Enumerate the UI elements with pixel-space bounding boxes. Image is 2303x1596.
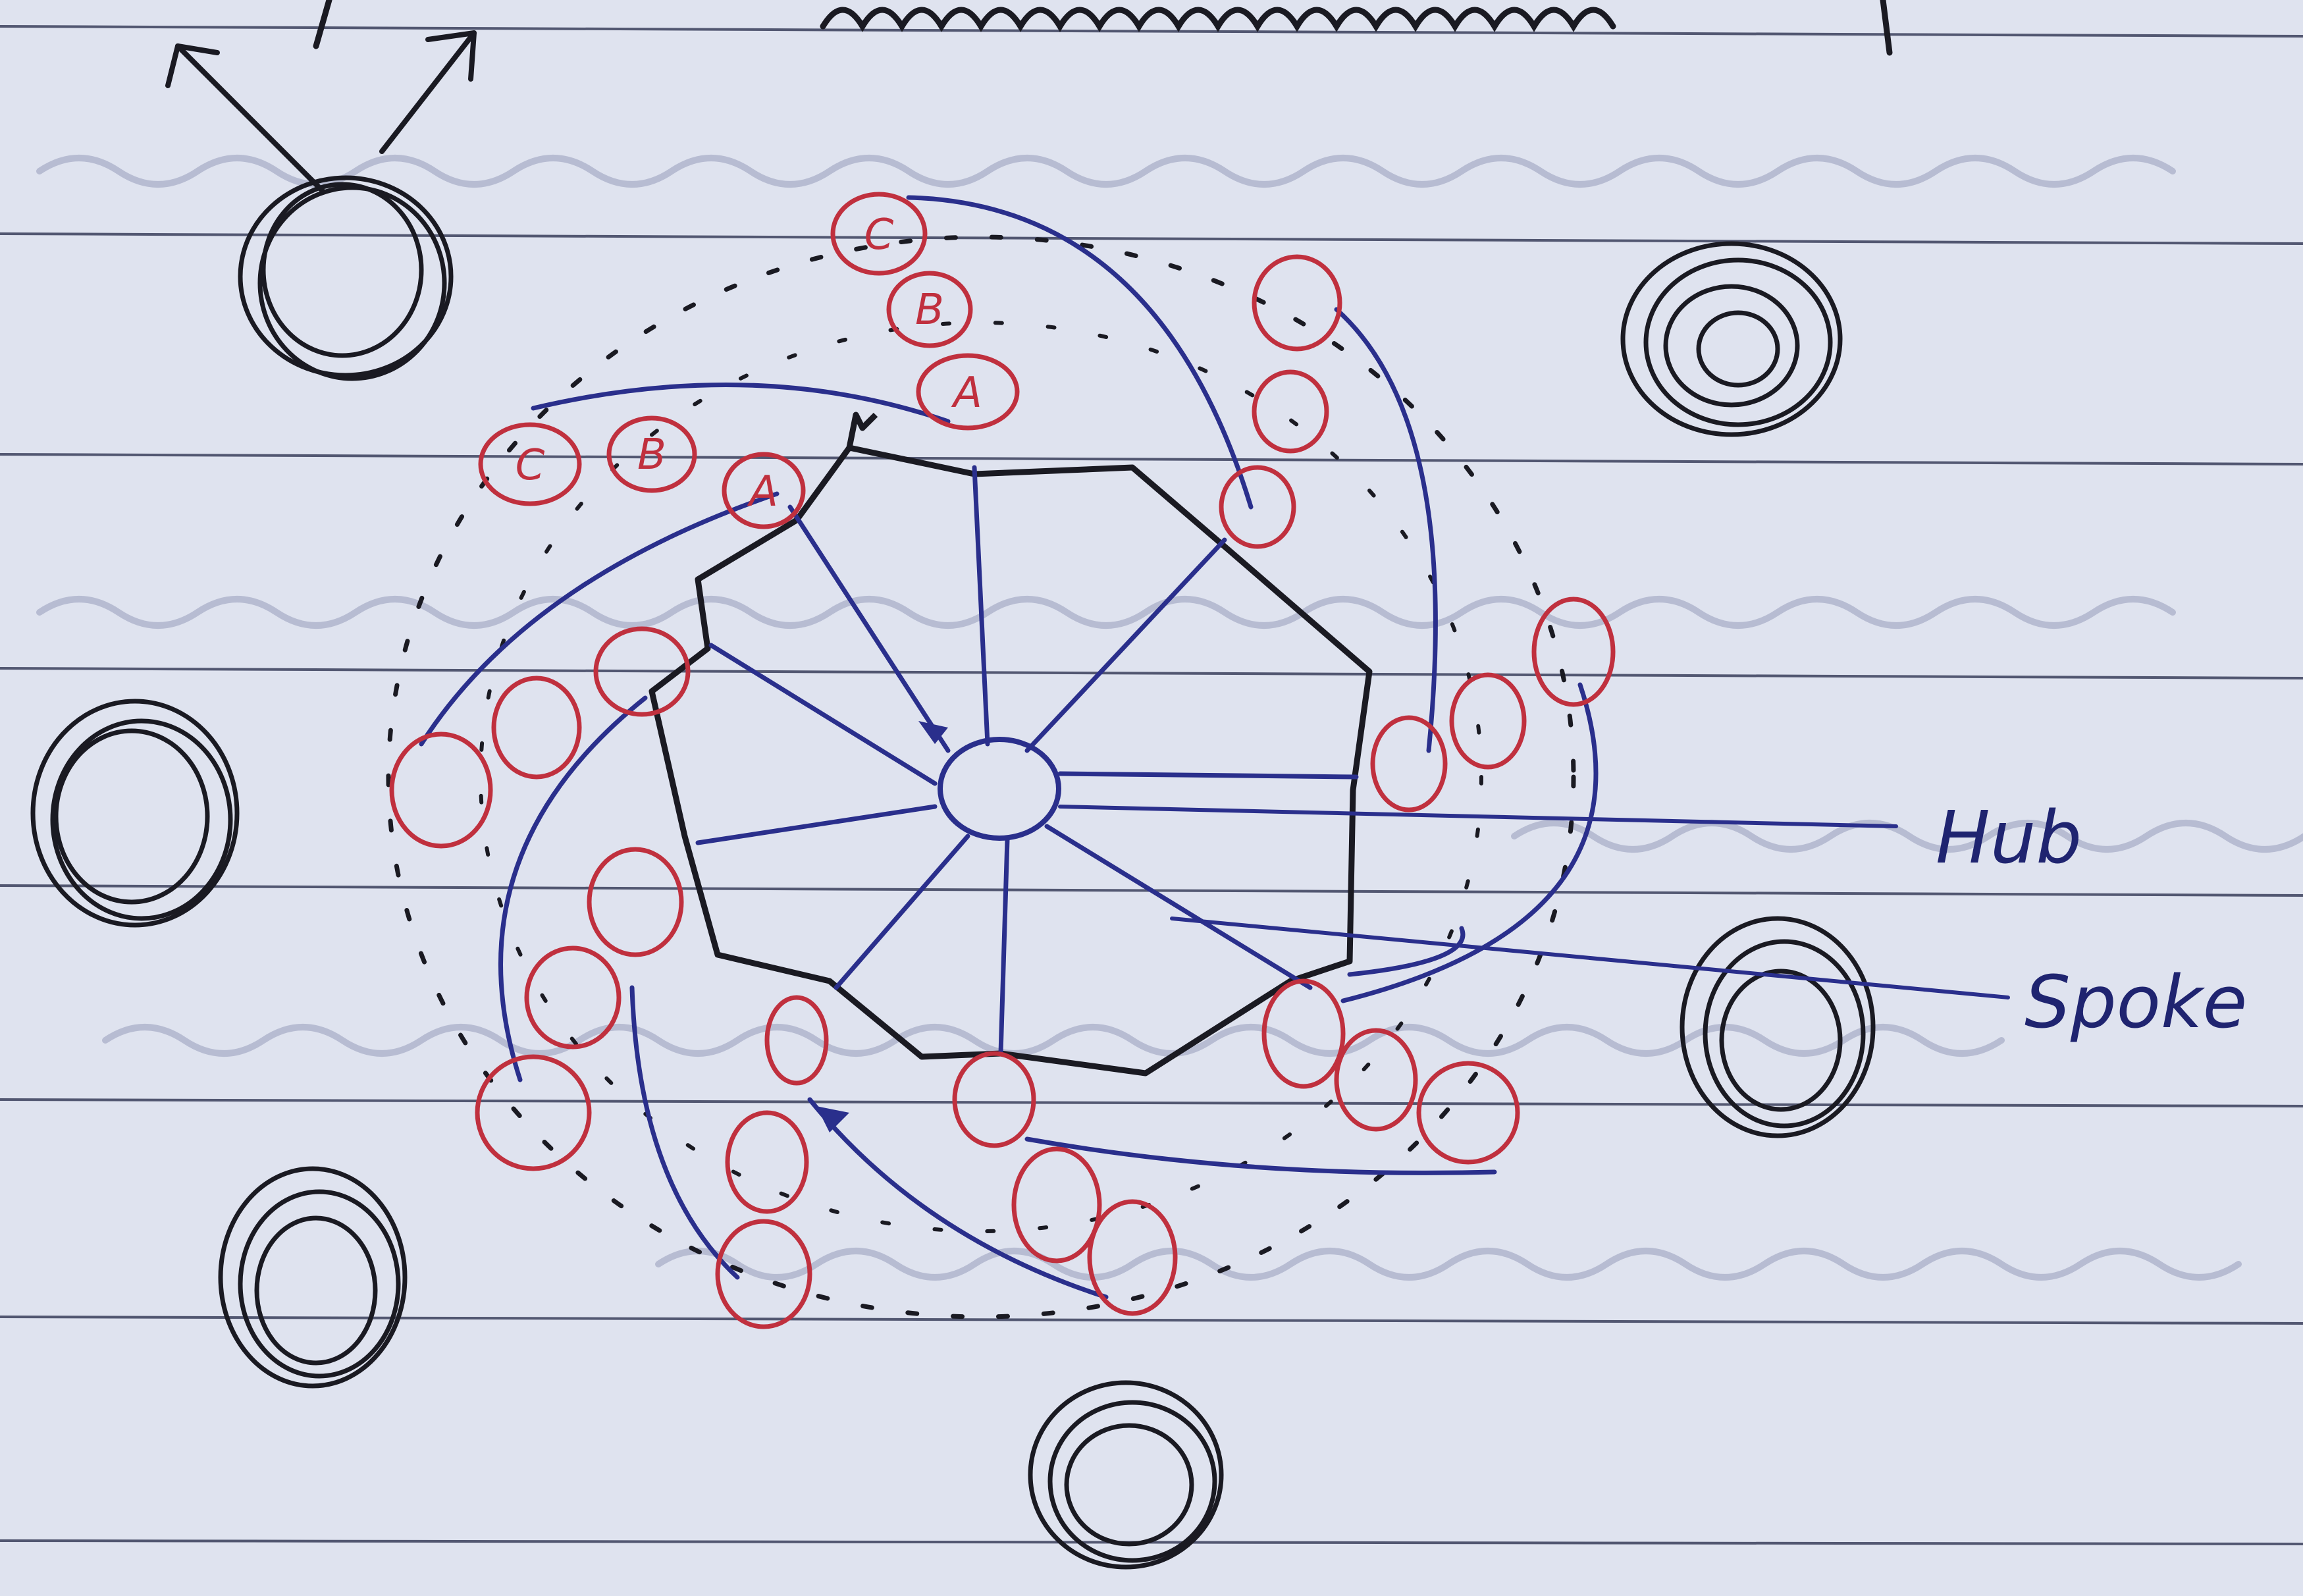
letter-b: B xyxy=(637,431,666,479)
letter-a: A xyxy=(951,369,982,417)
letter-c: C xyxy=(516,441,545,490)
hub-label: Hub xyxy=(1936,795,2082,880)
spoke-line xyxy=(1060,774,1356,777)
spoke-label: Spoke xyxy=(2025,960,2247,1044)
letter-b: B xyxy=(915,286,944,334)
letter-a: A xyxy=(747,467,778,516)
letter-c: C xyxy=(864,211,894,259)
